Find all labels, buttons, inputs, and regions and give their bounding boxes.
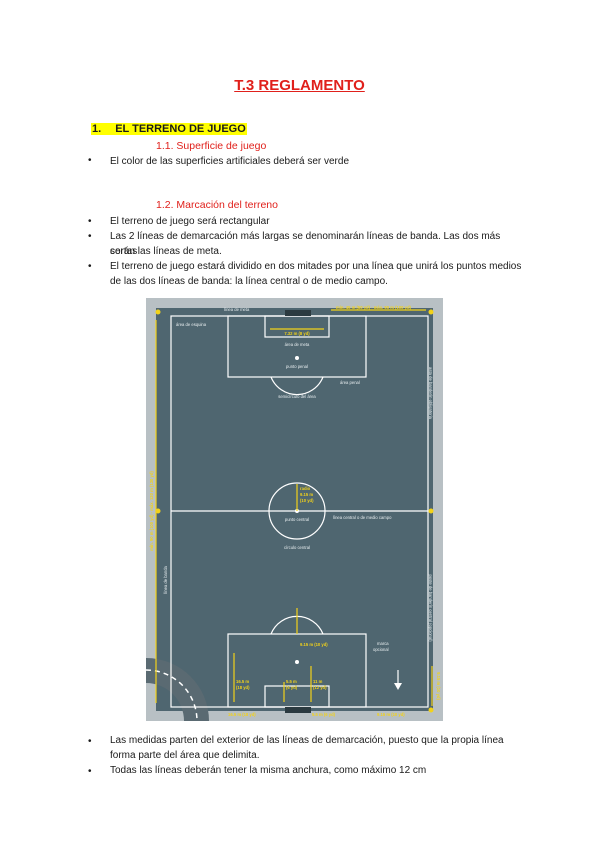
length-measure-label: mín. 90 m (100 yd) - máx. 120 m (130 yd) [149,471,154,551]
halfway-flag [428,508,434,514]
bottom-penalty-spot [295,660,299,664]
mark-title-label: marca [377,641,389,646]
page-title: T.3 REGLAMENTO [234,77,365,94]
corner-flag-label: asta de banderín obligatoria [428,367,433,420]
centre-circle [268,482,326,540]
paragraph: de las dos líneas de banda: la línea cen… [110,276,388,287]
goal-width-label: 7.32 m (8 yd) [284,331,310,336]
bullet-dot: • [88,231,92,242]
football-pitch-diagram: línea de meta área de esquina área de me… [146,298,443,721]
penalty-spot-label: punto penal [286,364,308,369]
spot-distance-m: 11 m [313,679,323,684]
corner-area-label: área de esquina [176,322,207,327]
penalty-area-label: área penal [340,380,360,385]
goal-area-depth-m: 5.5 m [286,679,297,684]
corner-arc-decoration [146,658,209,721]
penalty-depth-yd: (18 yd) [236,685,250,690]
penalty-arc-label: semicírculo del área [278,394,316,399]
half-way-line-label: línea central o de medio campo [333,515,392,520]
bottom-right-measure: 9.15 m (10 yd) [377,712,405,717]
section-number: 1. [92,123,102,135]
section-heading: 1. EL TERRENO DE JUEGO [91,123,247,135]
bottom-goal [285,707,311,713]
top-goal [285,310,311,316]
top-penalty-arc [270,376,324,396]
halfway-flag-label: poste de banderín central (opcional) [428,574,433,642]
goal-line-label: línea de meta [224,307,250,312]
radius-value: 9.15 m [300,492,313,497]
centre-circle-label: círculo central [284,545,310,550]
radius-title: radio [300,486,311,491]
subsection-heading-2: 1.2. Marcación del terreno [156,199,278,211]
bullet-dot: • [88,261,92,272]
mark-sub-label: opcional [373,647,389,652]
spot-distance-yd: (12 yd) [313,685,327,690]
mark-arrow-head [394,683,402,690]
radius-unit: (10 yd) [300,498,314,503]
paragraph: Las 2 líneas de demarcación más largas s… [110,231,501,257]
paragraph: Las medidas parten del exterior de las l… [110,735,504,746]
corner-flag [155,309,161,315]
pitch-field [156,308,433,711]
bottom-mid-measure: 5.5 m (6 yd) [312,712,336,717]
paragraph: Todas las líneas deberán tener la misma … [110,765,427,776]
goal-area-depth-yd: (6 yd) [286,685,298,690]
bullet-dot: • [88,766,92,777]
paragraph: El color de las superficies artificiales… [110,156,349,167]
goal-area-label: área de meta [285,342,310,347]
bottom-left-measure: 16.5 m (18 yd) [228,712,256,717]
bullet-dot: • [88,216,92,227]
bullet-dot: • [88,736,92,747]
touch-line-label: línea de banda [163,565,168,593]
subsection-heading-1: 1.1. Superficie de juego [156,140,267,152]
arc-measure-label: 9.15 m (10 yd) [300,642,328,647]
top-penalty-spot [295,356,299,360]
paragraph: serán las líneas de meta. [110,246,222,257]
penalty-depth-m: 16.5 m [236,679,249,684]
paragraph: El terreno de juego estará dividido en d… [110,261,522,272]
bullet-dot: • [88,155,92,166]
corner-flag [428,309,434,315]
paragraph: El terreno de juego será rectangular [110,216,270,227]
halfway-flag [155,508,161,514]
section-title: EL TERRENO DE JUEGO [115,123,246,135]
corner-flag [428,707,434,713]
paragraph: forma parte del área que delimita. [110,750,260,761]
centre-spot-label: punto central [285,517,309,522]
mark-distance-label: 9.15 m (10 yd) [436,672,441,700]
width-measure-label: mín. 45 m (50 yd) - máx. 90 m (100 yd) [336,305,412,310]
